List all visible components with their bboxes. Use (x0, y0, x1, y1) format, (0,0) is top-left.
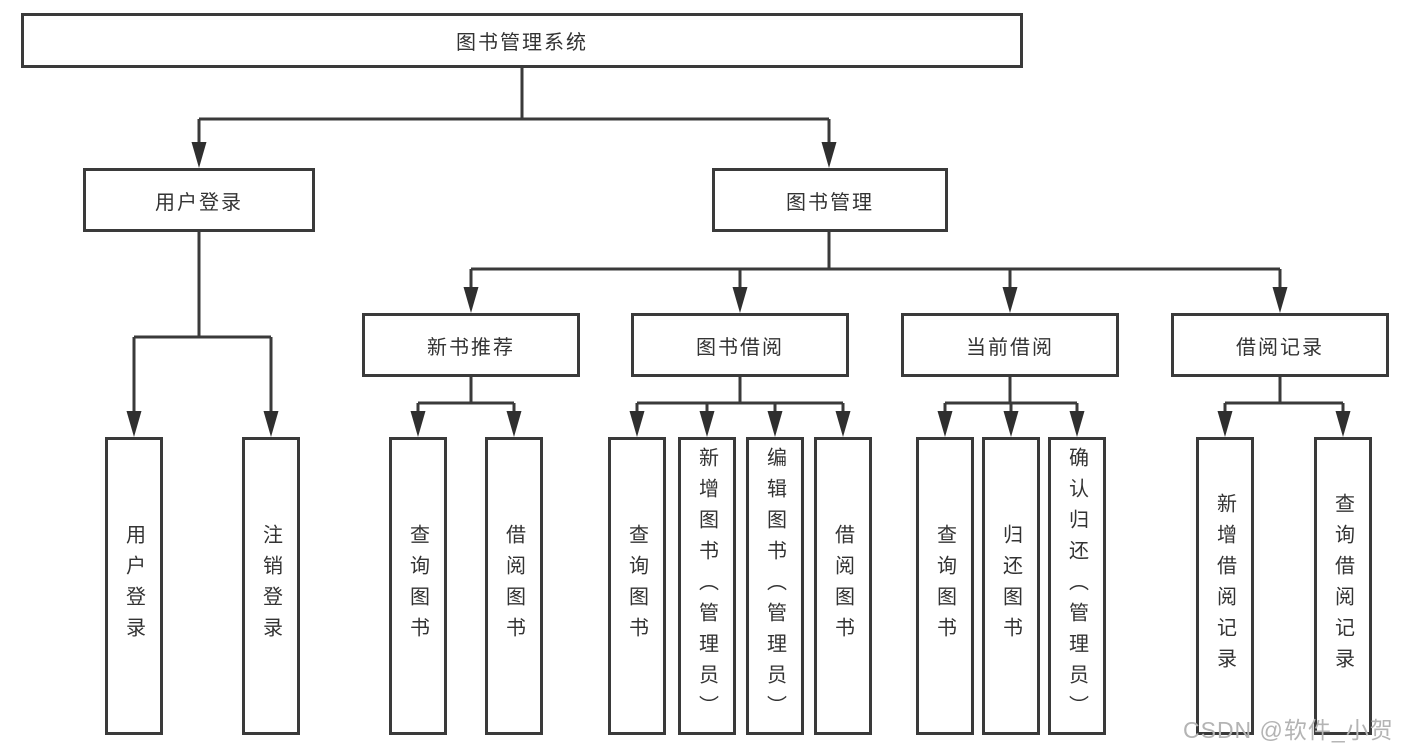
node-new-book-recommend: 新书推荐 (362, 313, 580, 377)
leaf-query-books-recommend: 查询图书 (389, 437, 447, 735)
leaf-add-books-admin: 新增图书（管理员） (678, 437, 736, 735)
leaf-return-books: 归还图书 (982, 437, 1040, 735)
node-library-management-system: 图书管理系统 (21, 13, 1023, 68)
arrowheads (126, 142, 1351, 437)
node-user-login: 用户登录 (83, 168, 315, 232)
node-book-borrow: 图书借阅 (631, 313, 849, 377)
leaf-query-borrow-record: 查询借阅记录 (1314, 437, 1372, 735)
node-current-borrow: 当前借阅 (901, 313, 1119, 377)
leaf-logout: 注销登录 (242, 437, 300, 735)
connector-borrow-records-children (1223, 377, 1345, 421)
leaf-borrow-books-borrow: 借阅图书 (814, 437, 872, 735)
leaf-user-login: 用户登录 (105, 437, 163, 735)
connector-book-borrow-children (635, 377, 845, 421)
leaf-edit-books-admin: 编辑图书（管理员） (746, 437, 804, 735)
connector-book-management-children (469, 232, 1282, 297)
node-borrow-records: 借阅记录 (1171, 313, 1389, 377)
connector-user-login-children (132, 232, 273, 421)
leaf-add-borrow-record: 新增借阅记录 (1196, 437, 1254, 735)
leaf-borrow-books-recommend: 借阅图书 (485, 437, 543, 735)
connector-new-book-recommend-children (416, 377, 516, 421)
connector-root-to-level2 (197, 65, 831, 152)
leaf-confirm-return-admin: 确认归还（管理员） (1048, 437, 1106, 735)
leaf-query-books-current: 查询图书 (916, 437, 974, 735)
leaf-query-books-borrow: 查询图书 (608, 437, 666, 735)
node-book-management: 图书管理 (712, 168, 948, 232)
